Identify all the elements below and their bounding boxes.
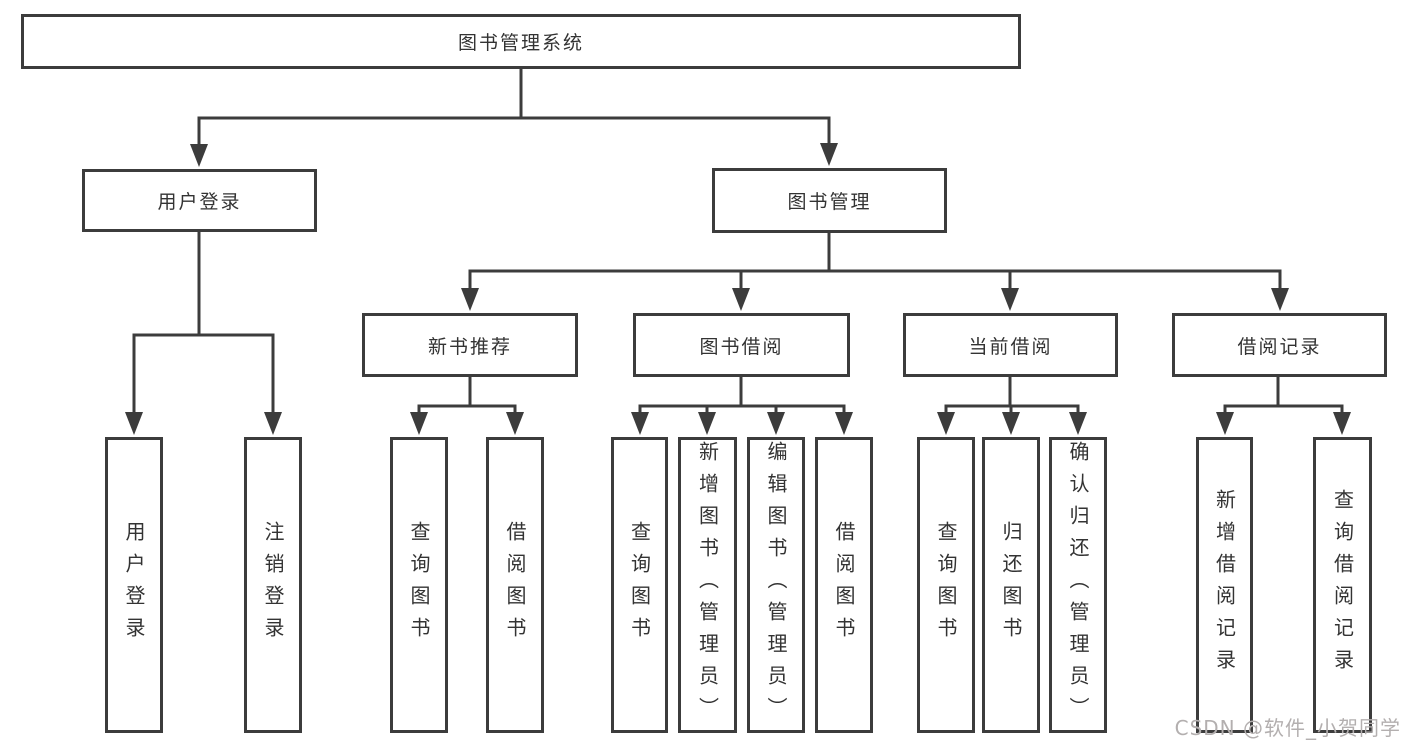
node-book-borrow: 图书借阅	[633, 313, 850, 377]
arrowhead	[835, 412, 853, 435]
arrowhead	[190, 144, 208, 167]
connector-book-management-to-level3	[468, 231, 1282, 292]
leaf-borrow-books-1: 借阅图书	[486, 437, 544, 733]
arrowhead	[1216, 412, 1234, 435]
connector-borrow-records-group	[1223, 375, 1344, 416]
arrowhead	[820, 143, 838, 166]
node-root-system: 图书管理系统	[21, 14, 1021, 69]
node-current-borrow: 当前借阅	[903, 313, 1118, 377]
leaf-label: 新增图书（管理员）	[695, 441, 720, 729]
arrowhead	[1271, 288, 1289, 311]
leaf-confirm-return-admin: 确认归还（管理员）	[1049, 437, 1107, 733]
leaf-label: 归还图书	[999, 521, 1023, 649]
connector-new-books-group	[417, 375, 517, 416]
leaf-edit-book-admin: 编辑图书（管理员）	[747, 437, 805, 733]
arrowhead	[1002, 412, 1020, 435]
node-borrow-records: 借阅记录	[1172, 313, 1387, 377]
leaf-add-book-admin: 新增图书（管理员）	[678, 437, 737, 733]
leaf-label: 查询图书	[934, 521, 958, 649]
leaf-return-book: 归还图书	[982, 437, 1040, 733]
arrowhead	[767, 412, 785, 435]
leaf-logout: 注销登录	[244, 437, 302, 733]
leaf-label: 借阅图书	[832, 521, 856, 649]
leaf-label: 查询图书	[407, 521, 431, 649]
node-user-login: 用户登录	[82, 169, 317, 232]
arrowhead	[937, 412, 955, 435]
leaf-query-borrow-record: 查询借阅记录	[1313, 437, 1372, 733]
arrowhead	[461, 288, 479, 311]
leaf-query-books-1: 查询图书	[390, 437, 448, 733]
leaf-label: 新增借阅记录	[1212, 489, 1237, 681]
leaf-label: 编辑图书（管理员）	[764, 441, 788, 729]
leaf-label: 用户登录	[122, 521, 146, 649]
connector-current-borrow-group	[944, 375, 1080, 416]
arrowhead	[1069, 412, 1087, 435]
leaf-label: 查询图书	[627, 521, 652, 649]
node-new-book-recommend: 新书推荐	[362, 313, 578, 377]
leaf-label: 注销登录	[261, 521, 285, 649]
leaf-query-books-3: 查询图书	[917, 437, 975, 733]
arrowhead	[264, 412, 282, 435]
leaf-add-borrow-record: 新增借阅记录	[1196, 437, 1253, 733]
arrowhead	[698, 412, 716, 435]
arrowhead	[1333, 412, 1351, 435]
arrowhead	[1001, 288, 1019, 311]
leaf-borrow-books-2: 借阅图书	[815, 437, 873, 733]
leaf-label: 确认归还（管理员）	[1066, 441, 1090, 729]
connector-book-borrow-group	[638, 375, 846, 416]
arrowhead	[732, 288, 750, 311]
leaf-label: 借阅图书	[503, 521, 527, 649]
leaf-label: 查询借阅记录	[1330, 489, 1355, 681]
connector-root-to-level2	[197, 67, 831, 148]
arrowhead	[506, 412, 524, 435]
arrowhead	[410, 412, 428, 435]
leaf-user-login: 用户登录	[105, 437, 163, 733]
connector-user-login-group	[132, 230, 275, 416]
arrowhead	[125, 412, 143, 435]
leaf-query-books-2: 查询图书	[611, 437, 668, 733]
arrowhead	[631, 412, 649, 435]
node-book-management: 图书管理	[712, 168, 947, 233]
csdn-watermark: CSDN @软件_小贺同学	[1174, 716, 1401, 740]
